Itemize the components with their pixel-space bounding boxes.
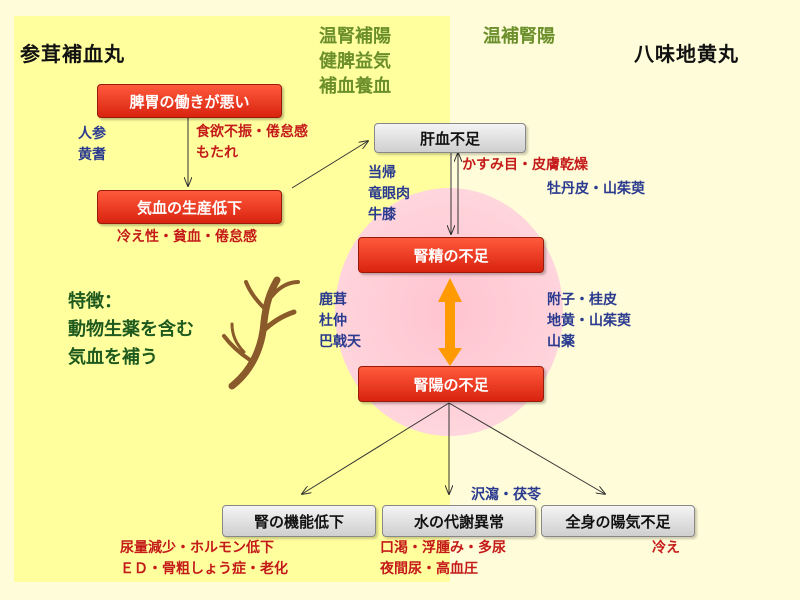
box-kidney-yang: 腎陽の不足: [358, 366, 544, 402]
symptom-item: 口渇・浮腫み・多尿: [380, 540, 506, 556]
herb-item: 山薬: [547, 334, 575, 350]
effect-item: 温腎補陽: [319, 26, 391, 47]
right-effect: 温補腎陽: [483, 26, 555, 47]
box-whole-yang: 全身の陽気不足: [541, 505, 695, 537]
deer-antler-icon: [222, 276, 300, 390]
feature-line: 気血を補う: [68, 347, 158, 368]
symptom-item: 尿量減少・ホルモン低下: [120, 540, 274, 556]
feature-note: 特徴： 動物生薬を含む 気血を補う: [68, 288, 194, 372]
symptom-item: ＥＤ・骨粗しょう症・老化: [120, 561, 288, 577]
box-water: 水の代謝異常: [382, 505, 536, 537]
arrow-qiblood-to-liver: [291, 141, 368, 189]
effect-item: 健脾益気: [319, 51, 391, 72]
symptoms-liver: かすみ目・皮膚乾燥: [462, 157, 588, 173]
symptoms-kidney-func: 尿量減少・ホルモン低下 ＥＤ・骨粗しょう症・老化: [120, 538, 288, 580]
left-title: 参茸補血丸: [20, 42, 125, 66]
effect-item: 補血養血: [319, 76, 391, 97]
symptom-item: 夜間尿・高血圧: [380, 561, 478, 577]
box-spleen: 脾胃の働きが悪い: [97, 84, 282, 118]
herb-item: 鹿茸: [319, 292, 347, 308]
symptom-item: 食欲不振・倦怠感: [196, 124, 308, 140]
left-effects: 温腎補陽 健脾益気 補血養血: [319, 24, 391, 99]
box-kidney-essence: 腎精の不足: [358, 237, 544, 273]
herbs-liver: 当帰 竜眼肉 牛膝: [368, 163, 410, 226]
herbs-ginseng: 人参 黄耆: [78, 124, 106, 166]
herb-item: 地黄・山茱萸: [547, 313, 631, 329]
herb-item: 附子・桂皮: [547, 292, 617, 308]
box-liver: 肝血不足: [374, 123, 526, 153]
herb-item: 巴戟天: [319, 334, 361, 350]
symptoms-water: 口渇・浮腫み・多尿 夜間尿・高血圧: [380, 538, 506, 580]
feature-line: 特徴：: [68, 291, 122, 312]
herb-item: 人参: [78, 126, 106, 142]
herbs-aconite: 附子・桂皮 地黄・山茱萸 山薬: [547, 290, 631, 353]
symptoms-qiblood: 冷え性・貧血・倦怠感: [117, 229, 257, 245]
herb-item: 黄耆: [78, 147, 106, 163]
herbs-deer: 鹿茸 杜仲 巴戟天: [319, 290, 361, 353]
herb-item: 竜眼肉: [368, 186, 410, 202]
box-qiblood: 気血の生産低下: [97, 190, 282, 224]
orange-double-arrow: [438, 278, 462, 366]
arrow-yang-to-whole: [448, 402, 605, 494]
herb-item: 杜仲: [319, 313, 347, 329]
herbs-water: 沢瀉・茯苓: [471, 487, 541, 503]
symptoms-whole-yang: 冷え: [652, 540, 680, 556]
herbs-liver-right: 牡丹皮・山茱萸: [547, 181, 645, 197]
symptom-item: もたれ: [196, 145, 238, 161]
box-kidney-func: 腎の機能低下: [222, 505, 376, 537]
symptoms-spleen: 食欲不振・倦怠感 もたれ: [196, 122, 308, 164]
feature-line: 動物生薬を含む: [68, 319, 194, 340]
right-title: 八味地黄丸: [634, 42, 739, 66]
arrow-yang-to-func: [302, 402, 450, 494]
herb-item: 当帰: [368, 165, 396, 181]
herb-item: 牛膝: [368, 207, 396, 223]
